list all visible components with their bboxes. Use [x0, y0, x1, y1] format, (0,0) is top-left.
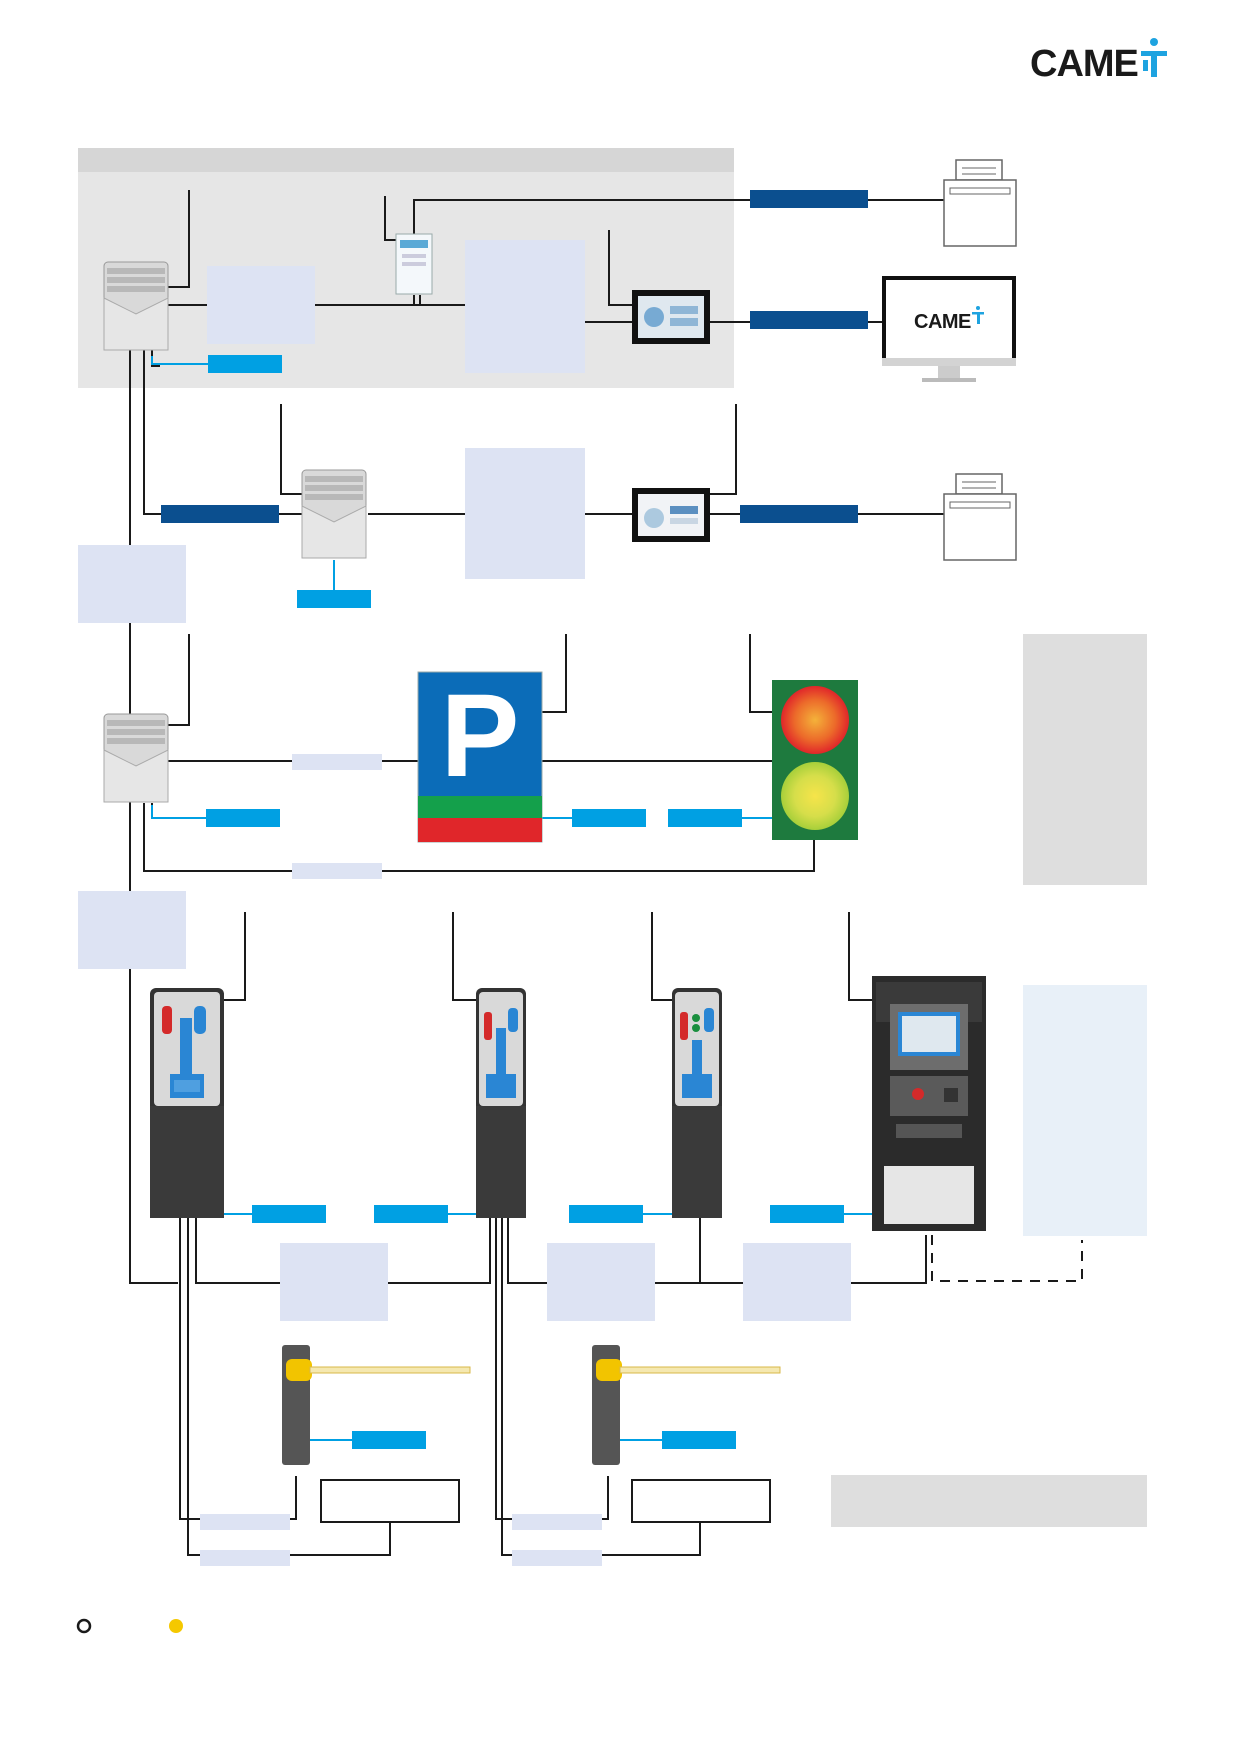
pale-box: [207, 266, 315, 344]
entry-column: [476, 988, 526, 1218]
monitor-logo-text: CAME: [914, 311, 971, 333]
exit-column: [672, 988, 722, 1218]
navy-bar-printer-1: [750, 190, 868, 208]
bottom-grey-panel: [831, 1475, 1147, 1527]
cyan-tag: [770, 1205, 844, 1223]
cyan-leaders: [151, 356, 872, 1441]
pale-box: [547, 1243, 655, 1321]
cyan-tag: [374, 1205, 448, 1223]
navy-bar-unit-2: [161, 505, 279, 523]
navy-bar-printer-2: [740, 505, 858, 523]
barrier: [592, 1345, 781, 1465]
dashed-link: [931, 1235, 1083, 1282]
pale-box: [78, 891, 186, 969]
brand-logo-icon: [1141, 38, 1167, 77]
monitor-logo-icon: [972, 306, 984, 324]
pale-boxes: [78, 240, 851, 1566]
cyan-tag: [352, 1431, 426, 1449]
cyan-tag: [252, 1205, 326, 1223]
printer-icon: [943, 159, 1017, 247]
printer-icon: [943, 473, 1017, 561]
control-unit: [301, 469, 367, 559]
control-unit: [103, 261, 169, 351]
cyan-tag: [569, 1205, 643, 1223]
cyan-tag: [572, 809, 646, 827]
outline-box: [631, 1479, 771, 1523]
brand-logo-text: CAME: [1030, 43, 1138, 85]
navy-bar-monitor: [750, 311, 868, 329]
outline-box: [320, 1479, 460, 1523]
network-switch: [395, 233, 433, 295]
brand-logo: CAME: [1030, 38, 1167, 85]
parking-sign-letter: P: [441, 670, 520, 802]
traffic-light-green: [781, 762, 849, 830]
barrier: [282, 1345, 471, 1465]
cash-panel: [632, 488, 710, 542]
right-light-panel: [1023, 985, 1147, 1236]
pale-small-box: [292, 863, 382, 879]
cyan-tag: [668, 809, 742, 827]
monitor: CAME: [882, 276, 1016, 382]
navy-bars: [161, 190, 868, 523]
pale-small-box: [512, 1514, 602, 1530]
pale-small-box: [512, 1550, 602, 1566]
pale-box: [280, 1243, 388, 1321]
cyan-tag: [206, 809, 280, 827]
cyan-tag: [662, 1431, 736, 1449]
control-room-header: [78, 148, 734, 172]
pale-box: [78, 545, 186, 623]
pale-small-box: [292, 754, 382, 770]
control-unit: [103, 713, 169, 803]
cash-panel: [632, 290, 710, 344]
wiring-lines: [129, 190, 944, 1556]
pale-small-box: [200, 1514, 290, 1530]
cyan-tag: [297, 590, 371, 608]
pay-station: [872, 976, 986, 1231]
pale-small-box: [200, 1550, 290, 1566]
traffic-light-red: [781, 686, 849, 754]
right-grey-panel: [1023, 634, 1147, 885]
legend-open-circle: [76, 1618, 92, 1634]
legend-yellow-dot: [169, 1619, 183, 1633]
cyan-tag: [208, 355, 282, 373]
entry-column: [150, 988, 224, 1218]
pale-box: [743, 1243, 851, 1321]
cyan-tags: [206, 355, 844, 1449]
traffic-light: [772, 680, 858, 840]
pale-box: [465, 448, 585, 579]
pale-box: [465, 240, 585, 373]
parking-sign: P: [417, 670, 543, 843]
